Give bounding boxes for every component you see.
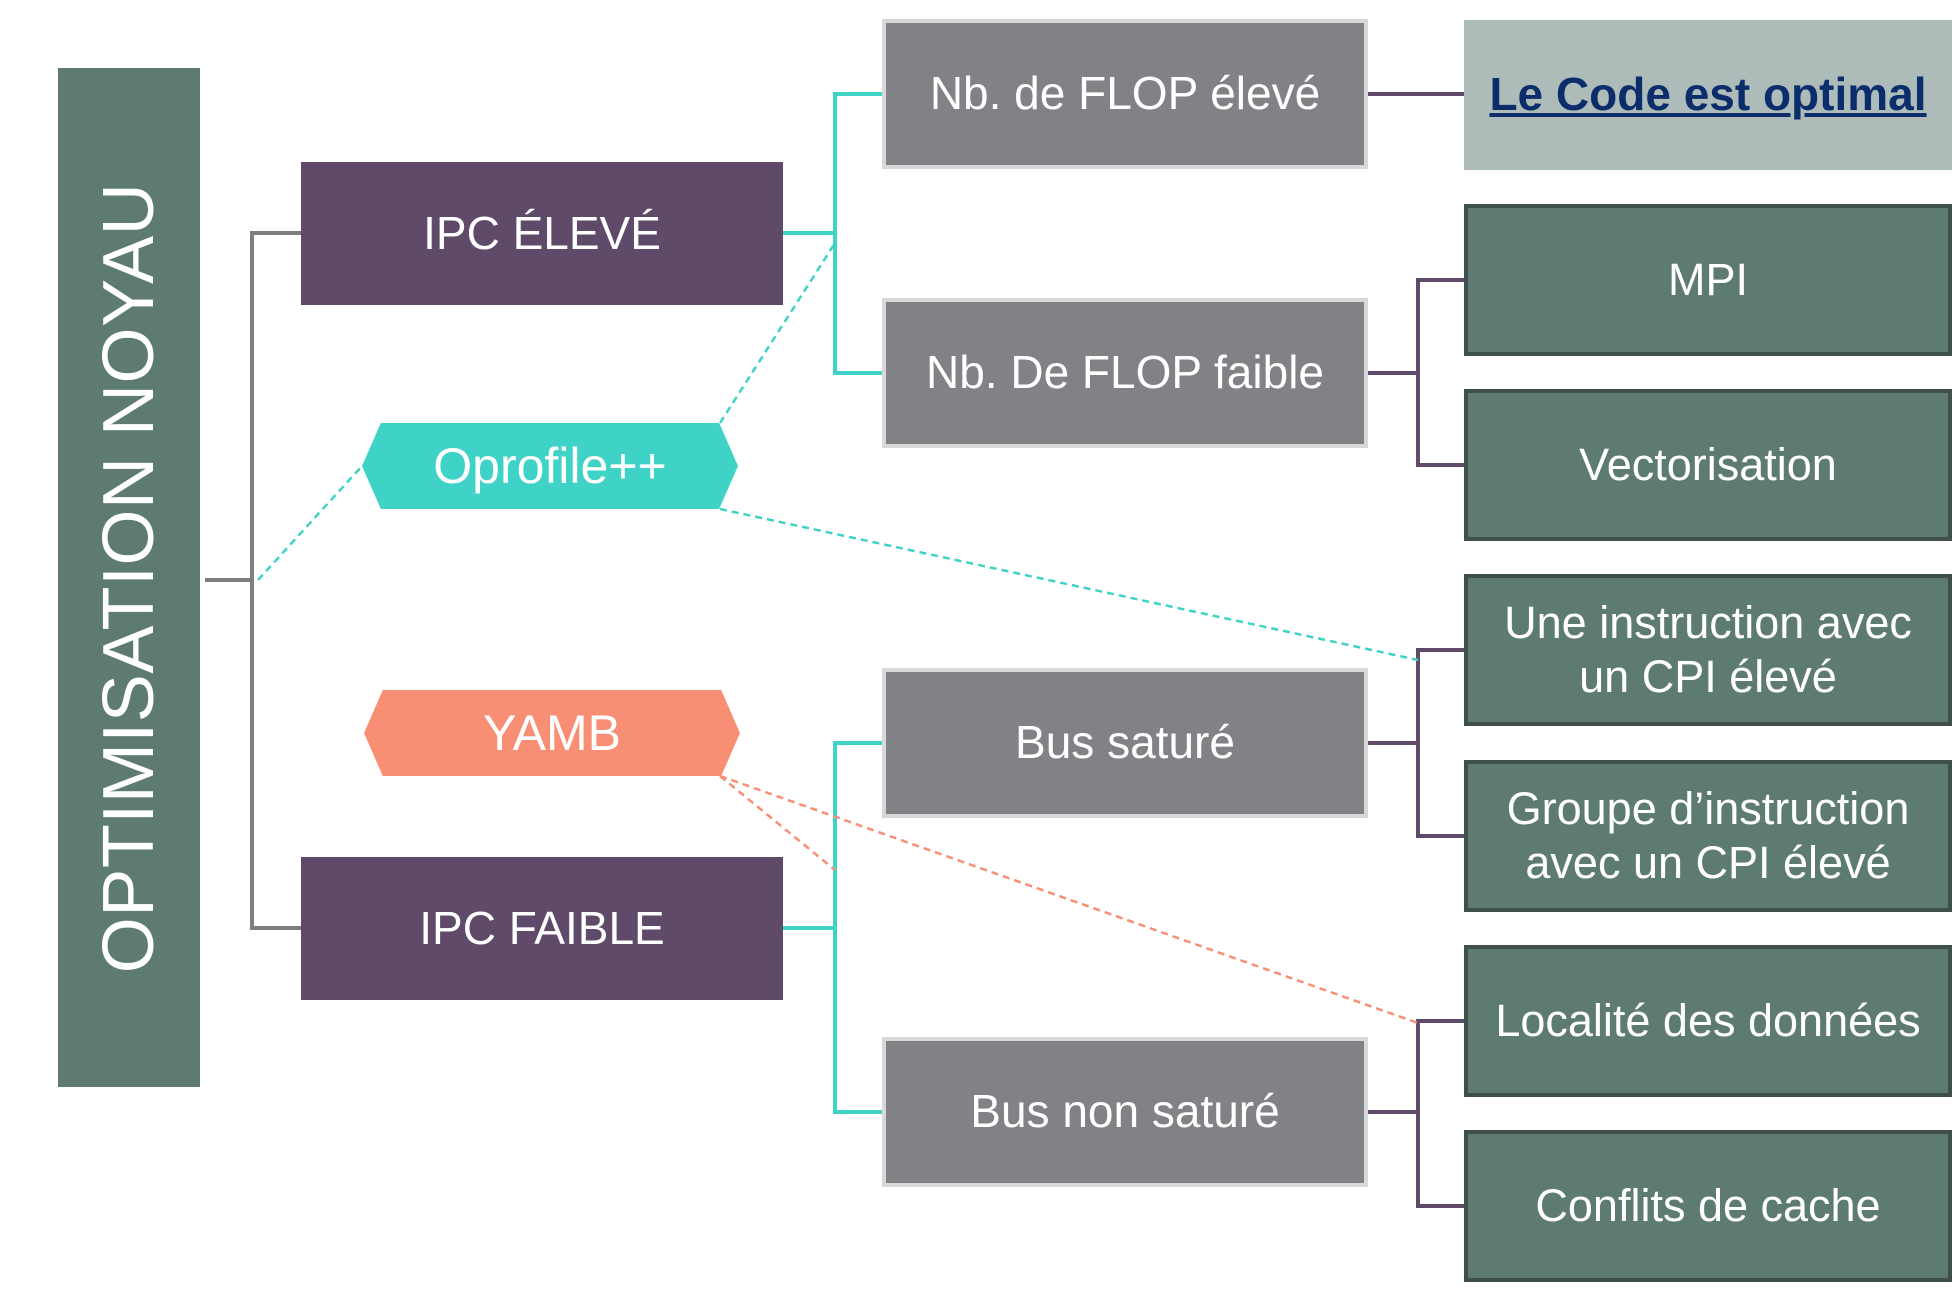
ipc-low-label: IPC FAIBLE — [419, 901, 665, 954]
flop-high-label: Nb. de FLOP élevé — [929, 67, 1321, 120]
leaf-single-instruction-label: Une instruction avec un CPI élevé — [1504, 597, 1912, 702]
leaf-mpi: MPI — [1464, 204, 1952, 356]
flop-low-label: Nb. De FLOP faible — [925, 346, 1324, 399]
ipc-low-to-bus-connector — [783, 741, 882, 1114]
optimal-result-node: Le Code est optimal — [1464, 20, 1952, 170]
optimal-result-link[interactable]: Le Code est optimal — [1489, 68, 1927, 121]
flop-low-node: Nb. De FLOP faible — [882, 298, 1368, 448]
root-node: OPTIMISATION NOYAU — [58, 68, 200, 1087]
bus-not-saturated-to-leaves-connector — [1368, 1019, 1464, 1208]
bus-saturated-label: Bus saturé — [1015, 716, 1235, 769]
oprofile-label: Oprofile++ — [433, 438, 667, 494]
flop-high-node: Nb. de FLOP élevé — [882, 19, 1368, 169]
ipc-high-node: IPC ÉLEVÉ — [301, 162, 783, 305]
leaf-instruction-group-label: Groupe d’instruction avec un CPI élevé — [1506, 783, 1910, 888]
leaf-single-instruction: Une instruction avec un CPI élevé — [1464, 574, 1952, 726]
bus-saturated-to-leaves-connector — [1368, 648, 1464, 838]
root-to-ipc-connector — [205, 231, 301, 930]
leaf-instruction-group: Groupe d’instruction avec un CPI élevé — [1464, 760, 1952, 912]
leaf-vectorisation-label: Vectorisation — [1579, 439, 1837, 490]
yamb-label: YAMB — [483, 705, 621, 761]
flop-low-to-leaves-connector — [1368, 278, 1464, 467]
yamb-dashed-connectors — [719, 774, 1419, 1025]
ipc-high-label: IPC ÉLEVÉ — [423, 206, 661, 259]
ipc-low-node: IPC FAIBLE — [301, 857, 783, 1000]
bus-not-saturated-node: Bus non saturé — [882, 1037, 1368, 1187]
bus-not-saturated-label: Bus non saturé — [970, 1085, 1280, 1138]
leaf-vectorisation: Vectorisation — [1464, 389, 1952, 541]
oprofile-tag: Oprofile++ — [362, 423, 738, 509]
leaf-cache-conflicts-label: Conflits de cache — [1535, 1180, 1881, 1231]
ipc-high-to-flop-connector — [783, 92, 882, 375]
leaf-mpi-label: MPI — [1667, 254, 1748, 305]
leaf-data-locality: Localité des données — [1464, 945, 1952, 1097]
yamb-tag: YAMB — [364, 690, 740, 776]
oprofile-dashed-connectors — [257, 242, 1419, 662]
root-label: OPTIMISATION NOYAU — [88, 182, 169, 973]
leaf-cache-conflicts: Conflits de cache — [1464, 1130, 1952, 1282]
leaf-data-locality-label: Localité des données — [1495, 995, 1921, 1046]
bus-saturated-node: Bus saturé — [882, 668, 1368, 818]
